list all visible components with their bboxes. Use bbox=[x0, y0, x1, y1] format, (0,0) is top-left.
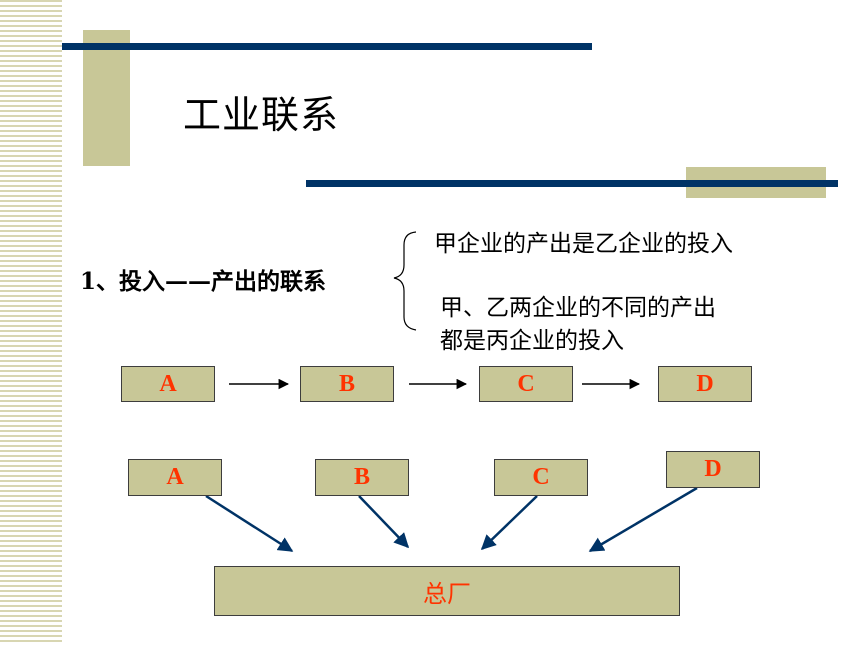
branch-text-2-line2: 都是丙企业的投入 bbox=[440, 328, 624, 354]
main-factory-box: 总厂 bbox=[214, 566, 680, 616]
converge-arrow-c bbox=[480, 495, 538, 551]
decorative-left-stripes bbox=[0, 0, 62, 645]
converge-node-d: D bbox=[666, 451, 760, 488]
converge-arrow-a bbox=[205, 494, 294, 553]
slide-title: 工业联系 bbox=[183, 93, 340, 137]
chain-node-d: D bbox=[658, 366, 752, 402]
second-rule bbox=[306, 180, 838, 187]
chain-node-b: B bbox=[300, 366, 394, 402]
converge-arrow-d bbox=[588, 486, 698, 553]
converge-node-c: C bbox=[494, 459, 588, 496]
branch-text-2-line1: 甲、乙两企业的不同的产出 bbox=[440, 295, 716, 321]
topic-label: 1、投入——产出的联系 bbox=[80, 268, 327, 295]
converge-arrow-b bbox=[358, 495, 410, 549]
branch-text-1: 甲企业的产出是乙企业的投入 bbox=[434, 231, 733, 257]
converge-node-b: B bbox=[315, 459, 409, 496]
top-rule bbox=[62, 43, 592, 50]
chain-node-c: C bbox=[479, 366, 573, 402]
converge-node-a: A bbox=[128, 459, 222, 496]
brace-icon bbox=[393, 231, 417, 331]
title-accent-block bbox=[83, 30, 130, 166]
chain-node-a: A bbox=[121, 366, 215, 402]
